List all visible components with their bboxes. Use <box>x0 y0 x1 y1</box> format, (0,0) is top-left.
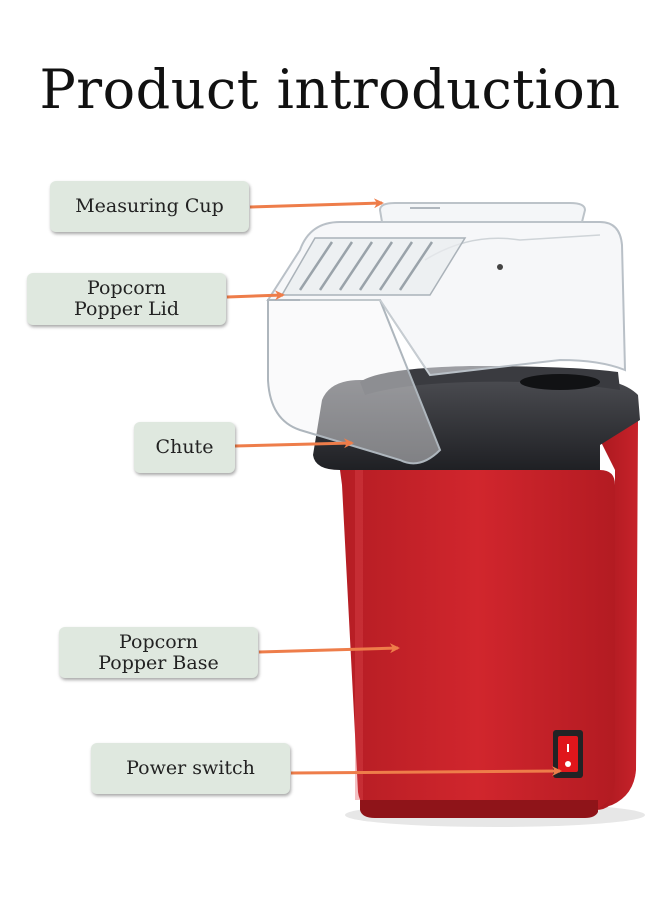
popper-base <box>340 420 638 818</box>
label-measuring-cup: Measuring Cup <box>50 181 249 232</box>
label-popper-lid: Popcorn Popper Lid <box>27 273 226 325</box>
label-popper-base-line2: Popper Base <box>98 653 218 674</box>
label-popper-lid-line2: Popper Lid <box>74 299 179 320</box>
label-measuring-cup-text: Measuring Cup <box>75 196 224 217</box>
label-chute: Chute <box>134 422 235 473</box>
label-popper-lid-line1: Popcorn <box>87 278 166 299</box>
label-power-switch: Power switch <box>91 743 290 794</box>
arrow-lid <box>227 295 283 297</box>
arrow-measuring-cup <box>250 203 382 207</box>
arrow-power-switch <box>291 771 560 773</box>
label-popper-base: Popcorn Popper Base <box>59 627 258 678</box>
label-popper-base-line1: Popcorn <box>119 632 198 653</box>
label-chute-text: Chute <box>156 437 214 458</box>
label-power-switch-text: Power switch <box>126 758 255 779</box>
measuring-cup <box>380 203 585 222</box>
